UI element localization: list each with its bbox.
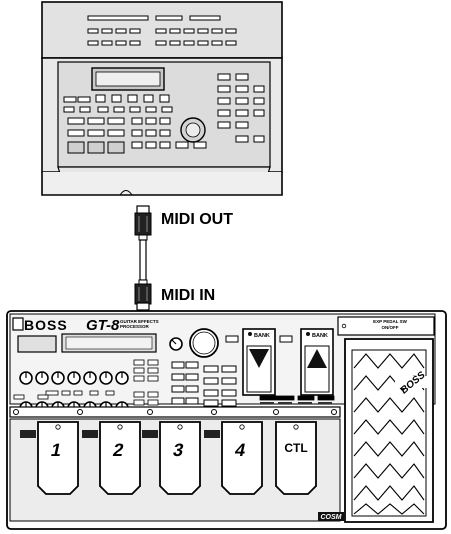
cable-line xyxy=(139,239,147,281)
gt8-exp-label-1: EXP PEDAL SW xyxy=(373,319,408,324)
gt8-screws xyxy=(13,409,337,415)
cosm-logo xyxy=(318,512,344,521)
gt8-center-buttons xyxy=(171,335,293,407)
gt8-brand-logo: BOSS xyxy=(24,317,68,333)
midi-in-plug xyxy=(134,283,152,305)
gt8-footswitch-3[interactable]: 3 xyxy=(142,421,201,495)
gt8-ctl-switch[interactable]: CTL xyxy=(275,421,317,495)
device-function-buttons xyxy=(63,94,173,113)
bank-down-arrow-icon xyxy=(249,349,269,368)
gt8-subtitle-1: GUITAR EFFECTS xyxy=(120,319,159,324)
gt8-bank-down-pedal[interactable]: BANK xyxy=(242,328,276,396)
midi-out-plug xyxy=(134,212,152,236)
gt8-unit: BOSS GT-8 GUITAR EFFECTS PROCESSOR xyxy=(6,310,447,530)
footswitch-2-number: 2 xyxy=(111,440,125,460)
gt8-model-name: GT-8 xyxy=(86,317,120,334)
device-pad-buttons xyxy=(67,117,207,154)
gt8-footswitch-4[interactable]: 4 xyxy=(204,421,263,495)
midi-cable xyxy=(134,205,152,311)
bank-up-label: BANK xyxy=(312,333,328,339)
gt8-footswitch-2[interactable]: 2 xyxy=(82,421,141,495)
bank-up-arrow-icon xyxy=(307,349,327,368)
gt8-bank-up-pedal[interactable]: BANK xyxy=(300,328,334,396)
ctl-label: CTL xyxy=(284,441,307,455)
bank-down-label: BANK xyxy=(254,333,270,339)
midi-out-label: MIDI OUT xyxy=(161,211,233,228)
midi-device xyxy=(41,1,283,196)
gt8-effect-list-text xyxy=(260,402,332,404)
midi-in-label: MIDI IN xyxy=(161,287,215,304)
gt8-effect-list-panel xyxy=(259,395,335,401)
footswitch-3-number: 3 xyxy=(171,440,185,460)
device-right-buttons xyxy=(217,73,265,143)
cosm-label: COSM xyxy=(321,514,342,521)
gt8-exp-label-box xyxy=(337,316,435,336)
gt8-footswitch-1[interactable]: 1 xyxy=(20,421,79,495)
gt8-expression-pedal[interactable]: BOSS xyxy=(344,338,434,523)
gt8-patch-display xyxy=(17,335,57,353)
footswitch-1-number: 1 xyxy=(49,440,63,460)
gt8-subtitle-2: PROCESSOR xyxy=(120,324,150,329)
gt8-exp-label-2: ON/OFF xyxy=(382,325,399,330)
gt8-divider-strip xyxy=(9,406,341,418)
gt8-effect-buttons xyxy=(13,359,159,406)
